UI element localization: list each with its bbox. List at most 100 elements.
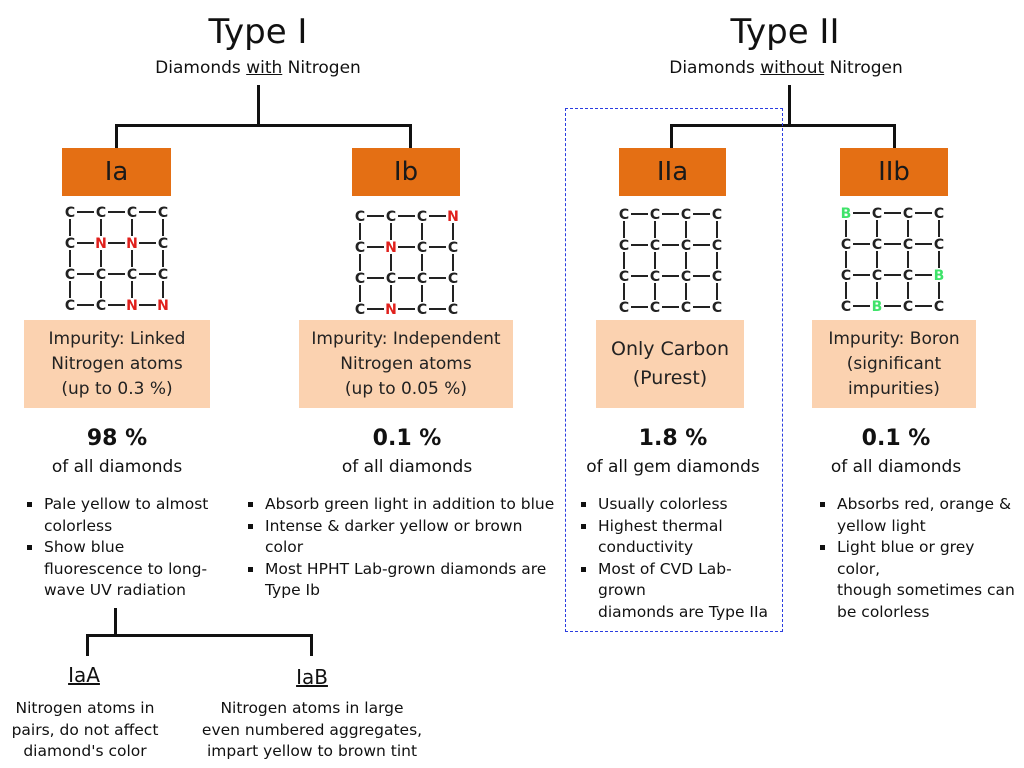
bullet-ib-2: Intense & darker yellow or brown color	[245, 516, 555, 559]
lattice-atom: C	[712, 207, 722, 223]
lattice-atom: C	[448, 302, 458, 314]
type-i-ia-drop	[115, 124, 118, 148]
subtype-iaa-desc: Nitrogen atoms in pairs, do not affect d…	[4, 698, 166, 763]
lattice-atom: C	[934, 299, 944, 311]
bullet-iia-1: Usually colorless	[578, 494, 778, 516]
type-i-title: Type I	[208, 12, 308, 52]
impurity-ib-line-2: Nitrogen atoms	[340, 353, 472, 374]
bullet-ib-3: Most HPHT Lab-grown diamonds are Type Ib	[245, 559, 555, 602]
lattice-atom: C	[650, 300, 660, 312]
bullet-iib-1: Absorbs red, orange & yellow light	[817, 494, 1017, 537]
lattice-atom: C	[841, 237, 851, 253]
category-iia-label: IIa	[619, 148, 726, 196]
type-ii-subtitle-em: without	[760, 58, 825, 78]
lattice-atom: C	[386, 209, 396, 225]
percent-ib-sub: of all diamonds	[341, 457, 473, 477]
bullet-ia-1: Pale yellow to almost colorless	[24, 494, 224, 537]
lattice-atom: C	[712, 269, 722, 285]
lattice-atom: C	[681, 269, 691, 285]
bullets-ib: Absorb green light in addition to blue I…	[245, 494, 555, 602]
category-ia-label: Ia	[62, 148, 171, 196]
bullet-ia-2-line-2: fluorescence to long-	[44, 559, 208, 578]
lattice-atom: C	[65, 205, 75, 221]
lattice-atom: N	[95, 236, 107, 252]
lattice-atom: C	[619, 300, 629, 312]
impurity-iia-line-2: (Purest)	[632, 367, 708, 389]
lattice-atom: B	[841, 206, 852, 222]
bullet-iib-2-line-2: though sometimes can	[837, 581, 1015, 599]
category-ib-label: Ib	[352, 148, 460, 196]
type-i-ib-drop	[409, 124, 412, 148]
subtype-iaa-label: IaA	[68, 663, 100, 687]
subtype-iaa-line-2: pairs, do not affect	[11, 720, 159, 739]
subtype-iab-line-2: even numbered aggregates,	[201, 720, 423, 739]
lattice-atom: N	[385, 240, 397, 256]
lattice-atom: C	[872, 268, 882, 284]
lattice-atom: C	[841, 268, 851, 284]
lattice-atom: C	[127, 205, 137, 221]
bullet-ia-2-line-3: wave UV radiation	[44, 581, 186, 599]
percent-iia: 1.8 %	[638, 426, 708, 451]
lattice-atom: N	[126, 298, 138, 310]
impurity-ia-line-2: Nitrogen atoms	[51, 353, 183, 374]
ia-subtree-stem	[114, 608, 117, 636]
bullet-iib-2-line-1: Light blue or grey color,	[837, 538, 975, 578]
lattice-atom: B	[872, 299, 883, 311]
bullet-iib-2: Light blue or grey color, though sometim…	[817, 537, 1017, 623]
lattice-atom: C	[681, 207, 691, 223]
bullet-iia-3-line-2: diamonds are Type IIa	[598, 602, 769, 621]
percent-iib-sub: of all diamonds	[830, 457, 962, 477]
percent-ib: 0.1 %	[372, 426, 442, 451]
bullets-iib: Absorbs red, orange & yellow light Light…	[817, 494, 1017, 623]
type-ii-subtitle-post: Nitrogen	[824, 58, 903, 78]
percent-ia-sub: of all diamonds	[51, 457, 183, 477]
percent-ia: 98 %	[86, 426, 148, 451]
lattice-atom: C	[872, 237, 882, 253]
lattice-atom: C	[65, 298, 75, 310]
bullet-iia-1-line-1: Usually colorless	[598, 495, 728, 513]
type-ii-subtitle-pre: Diamonds	[669, 58, 761, 78]
impurity-iib-line-3: impurities)	[848, 378, 940, 399]
bullet-ia-1-line-1: Pale yellow to almost	[44, 495, 209, 513]
impurity-ia-line-3: (up to 0.3 %)	[61, 378, 173, 399]
lattice-atom: C	[96, 298, 106, 310]
lattice-atom: C	[619, 207, 629, 223]
type-ii-iia-drop	[670, 124, 673, 148]
lattice-atom: C	[903, 237, 913, 253]
lattice-atom: C	[903, 299, 913, 311]
impurity-iia-line-1: Only Carbon	[610, 338, 729, 360]
lattice-atom: N	[385, 302, 397, 314]
lattice-atom: C	[650, 207, 660, 223]
bullet-iib-1-line-2: yellow light	[837, 516, 926, 535]
lattice-atom: C	[934, 237, 944, 253]
bullet-ib-3-line-1: Most HPHT Lab-grown diamonds are	[265, 559, 547, 578]
ia-subtree-iab-drop	[310, 634, 313, 656]
lattice-atom: C	[650, 238, 660, 254]
lattice-atom: C	[681, 238, 691, 254]
impurity-box-ia: Impurity: Linked Nitrogen atoms (up to 0…	[24, 320, 210, 408]
impurity-iib-line-1: Impurity: Boron	[828, 328, 960, 349]
lattice-atom: C	[158, 236, 168, 252]
lattice-atom: C	[681, 300, 691, 312]
type-ii-subtitle: Diamonds without Nitrogen	[626, 58, 946, 78]
lattice-atom: C	[355, 209, 365, 225]
type-ii-iib-drop	[893, 124, 896, 148]
type-i-subtitle: Diamonds with Nitrogen	[98, 58, 418, 78]
subtype-iab-desc: Nitrogen atoms in large even numbered ag…	[198, 698, 426, 763]
lattice-atom: C	[619, 269, 629, 285]
type-i-branch	[115, 124, 412, 127]
ia-subtree-branch	[86, 634, 313, 637]
bullet-iia-2-line-2: conductivity	[598, 538, 694, 556]
bullet-ia-1-line-2: colorless	[44, 516, 113, 535]
bullet-iia-3-line-1: Most of CVD Lab-grown	[598, 559, 732, 600]
bullet-ia-2: Show blue fluorescence to long- wave UV …	[24, 537, 224, 602]
bullet-ib-1-line-1: Absorb green light in addition to blue	[265, 495, 555, 513]
lattice-atom: C	[417, 302, 427, 314]
lattice-atom: C	[934, 206, 944, 222]
lattice-atom: C	[158, 205, 168, 221]
bullet-iib-1-line-1: Absorbs red, orange &	[837, 495, 1012, 513]
bullet-iia-3: Most of CVD Lab-grown diamonds are Type …	[578, 559, 778, 624]
